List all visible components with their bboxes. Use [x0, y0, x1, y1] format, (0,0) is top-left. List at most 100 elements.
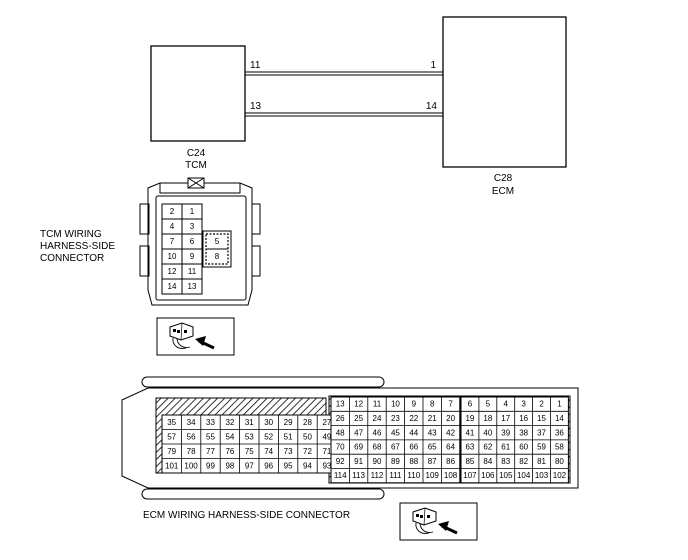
- pin-number: 55: [206, 432, 215, 441]
- pin-number: 42: [446, 428, 455, 437]
- tcm-connector-title-line: HARNESS-SIDE: [40, 241, 115, 252]
- pin-number: 77: [206, 447, 215, 456]
- pin-number: 9: [412, 400, 417, 409]
- pin-number: 21: [428, 414, 437, 423]
- pin-number: 8: [430, 400, 435, 409]
- pin-number: 99: [206, 461, 215, 470]
- pin-number: 94: [303, 461, 312, 470]
- pin-number: 11: [188, 267, 197, 276]
- pin-number: 36: [555, 428, 564, 437]
- pin-number: 33: [206, 418, 215, 427]
- ecm-code: C28: [494, 173, 513, 184]
- ecm-connector-title: ECM WIRING HARNESS-SIDE CONNECTOR: [143, 510, 350, 521]
- tcm-connector-title-line: TCM WIRING: [40, 229, 102, 240]
- pin-number: 25: [354, 414, 363, 423]
- ecm-view-icon-box: [399, 502, 478, 541]
- pin-number: 5: [215, 237, 220, 246]
- pin-number: 47: [354, 428, 363, 437]
- pin-number: 84: [483, 457, 492, 466]
- pin-number: 114: [334, 471, 347, 480]
- pin-number: 13: [188, 282, 197, 291]
- pin-number: 15: [537, 414, 546, 423]
- pin-number: 12: [168, 267, 177, 276]
- pin-number: 48: [336, 428, 345, 437]
- pin-number: 111: [389, 471, 402, 480]
- pin-number: 46: [373, 428, 382, 437]
- pin-number: 6: [468, 400, 473, 409]
- pin-number: 20: [446, 414, 455, 423]
- pin-number: 19: [465, 414, 474, 423]
- pin-number: 7: [170, 237, 175, 246]
- pin-number: 27: [322, 418, 331, 427]
- tcm-pin-label: 11: [250, 60, 261, 71]
- ecm-pin-label: 14: [426, 101, 438, 112]
- ecm-name: ECM: [492, 186, 514, 197]
- pin-number: 81: [537, 457, 546, 466]
- pin-number: 57: [167, 432, 176, 441]
- pin-number: 14: [168, 282, 177, 291]
- pin-number: 35: [167, 418, 176, 427]
- pin-number: 3: [190, 222, 195, 231]
- pin-number: 34: [187, 418, 196, 427]
- pin-number: 14: [555, 414, 564, 423]
- pin-number: 53: [245, 432, 254, 441]
- pin-number: 103: [535, 471, 549, 480]
- pin-number: 56: [187, 432, 196, 441]
- pin-number: 38: [519, 428, 528, 437]
- pin-number: 44: [409, 428, 418, 437]
- pin-number: 107: [463, 471, 477, 480]
- tcm-view-icon-box: [156, 317, 235, 356]
- circuit-wire-2: 13 14: [245, 101, 443, 117]
- pin-number: 95: [284, 461, 293, 470]
- tcm-connector: [139, 177, 261, 306]
- pin-number: 16: [519, 414, 528, 423]
- pin-number: 97: [245, 461, 254, 470]
- pin-number: 110: [407, 471, 420, 480]
- pin-number: 12: [354, 400, 363, 409]
- connector-front-view-icon: [412, 507, 458, 535]
- tcm-pin-label: 13: [250, 101, 262, 112]
- pin-number: 17: [501, 414, 510, 423]
- pin-number: 61: [501, 443, 510, 452]
- pin-number: 29: [284, 418, 293, 427]
- pin-number: 18: [483, 414, 492, 423]
- pin-number: 2: [539, 400, 544, 409]
- pin-number: 83: [501, 457, 510, 466]
- pin-number: 80: [555, 457, 564, 466]
- pin-number: 87: [428, 457, 437, 466]
- pin-number: 9: [190, 252, 195, 261]
- pin-number: 86: [446, 457, 455, 466]
- pin-number: 31: [245, 418, 254, 427]
- pin-number: 82: [519, 457, 528, 466]
- pin-number: 90: [373, 457, 382, 466]
- pin-number: 92: [336, 457, 345, 466]
- pin-number: 60: [519, 443, 528, 452]
- pin-number: 54: [225, 432, 234, 441]
- pin-number: 62: [483, 443, 492, 452]
- pin-number: 100: [184, 461, 198, 470]
- tcm-connector-title-line: CONNECTOR: [40, 253, 104, 264]
- pin-number: 104: [517, 471, 531, 480]
- pin-number: 28: [303, 418, 312, 427]
- pin-number: 68: [373, 443, 382, 452]
- pin-number: 78: [187, 447, 196, 456]
- pin-number: 113: [352, 471, 365, 480]
- pin-number: 65: [428, 443, 437, 452]
- pin-number: 67: [391, 443, 400, 452]
- pin-number: 73: [284, 447, 293, 456]
- pin-number: 8: [215, 252, 220, 261]
- pin-number: 102: [553, 471, 567, 480]
- pin-number: 85: [465, 457, 474, 466]
- pin-number: 112: [371, 471, 384, 480]
- pin-number: 51: [284, 432, 293, 441]
- pin-number: 49: [322, 432, 331, 441]
- pin-number: 26: [336, 414, 345, 423]
- pin-number: 71: [322, 447, 331, 456]
- pin-number: 88: [409, 457, 418, 466]
- connector-front-view-icon: [169, 322, 215, 350]
- pin-number: 74: [264, 447, 273, 456]
- pin-number: 66: [409, 443, 418, 452]
- pin-number: 108: [444, 471, 458, 480]
